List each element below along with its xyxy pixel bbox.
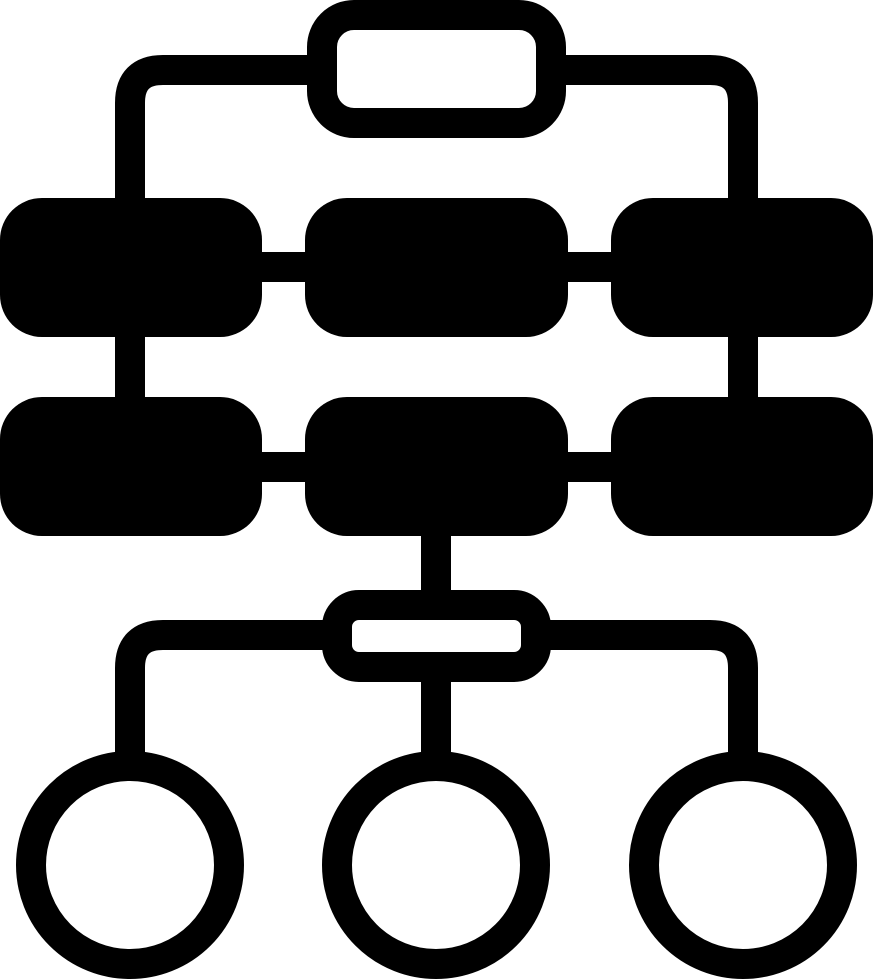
connector-bottom-left xyxy=(115,620,336,760)
row-1-left-node xyxy=(0,198,262,337)
leaf-right-circle xyxy=(629,751,857,979)
leaf-center-circle xyxy=(322,751,550,979)
leaf-nodes xyxy=(16,751,857,979)
row-1-center-node xyxy=(305,198,568,337)
row-2-center-node xyxy=(305,397,568,536)
row-1-nodes xyxy=(0,198,873,337)
row-1-right-node xyxy=(611,198,873,337)
row-2-nodes xyxy=(0,397,873,536)
connector-top-left xyxy=(115,55,320,212)
connector-top-right xyxy=(553,55,758,212)
row-2-left-node xyxy=(0,397,262,536)
junction-node xyxy=(322,590,551,682)
leaf-left-circle xyxy=(16,751,244,979)
row-2-right-node xyxy=(611,397,873,536)
connector-bottom-right xyxy=(537,620,758,760)
top-node xyxy=(307,0,566,138)
